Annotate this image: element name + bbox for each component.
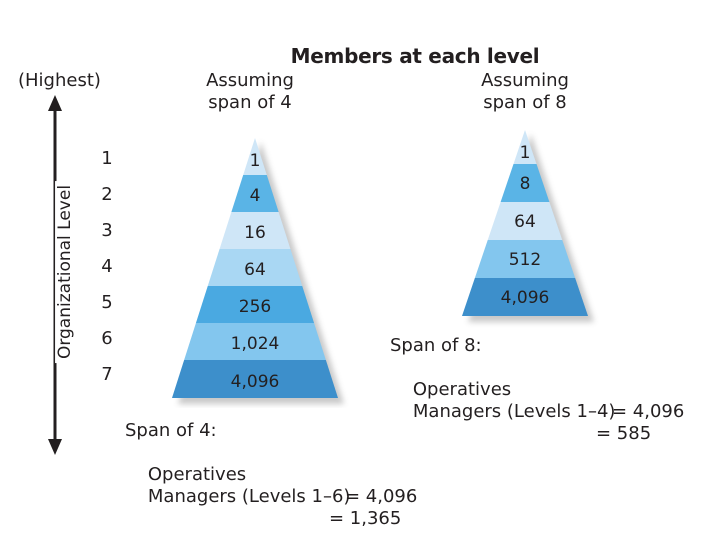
band xyxy=(462,278,588,316)
title-text: Members at each level xyxy=(290,44,540,68)
summary-span8: Span of 8: Operatives = 4,096 Managers (… xyxy=(390,335,700,444)
band-value: 16 xyxy=(244,223,266,243)
diagram-title: Members at each level xyxy=(0,44,726,68)
organizational-level-label: Organizational Level xyxy=(54,180,75,364)
header-line: span of 8 xyxy=(483,92,567,113)
band-value: 4,096 xyxy=(501,288,550,308)
operatives-label: Operatives xyxy=(147,464,247,485)
managers-label: Managers (Levels 1–6) xyxy=(147,486,351,507)
level-number: 3 xyxy=(101,220,113,241)
level-number: 7 xyxy=(101,364,113,385)
managers-row: Managers (Levels 1–4) = 585 xyxy=(390,379,700,444)
pyramid-span8: 1 8 64 512 4,096 xyxy=(462,130,594,322)
pyramid-span8-header: Assuming span of 8 xyxy=(465,70,585,114)
operatives-row: Operatives = 4,096 xyxy=(390,357,700,422)
band-value: 512 xyxy=(509,250,541,270)
operatives-label: Operatives xyxy=(412,379,512,400)
operatives-value: = 4,096 xyxy=(345,486,418,507)
band-value: 256 xyxy=(239,297,271,317)
band-value: 4,096 xyxy=(231,372,280,392)
band-value: 1 xyxy=(520,143,531,163)
level-number: 2 xyxy=(101,184,113,205)
pyramid-span4: 1 4 16 64 256 1,024 4,096 xyxy=(172,138,344,404)
band-value: 1 xyxy=(250,151,261,171)
level-number: 6 xyxy=(101,328,113,349)
band-value: 1,024 xyxy=(231,334,280,354)
summary-span4: Span of 4: Operatives = 4,096 Managers (… xyxy=(125,420,445,529)
highest-label: (Highest) xyxy=(18,70,101,91)
managers-value: = 585 xyxy=(596,423,652,444)
band-value: 8 xyxy=(520,174,531,194)
level-number: 5 xyxy=(101,292,113,313)
band xyxy=(172,360,338,398)
header-line: span of 4 xyxy=(208,92,292,113)
operatives-value: = 4,096 xyxy=(612,401,685,422)
managers-label: Managers (Levels 1–4) xyxy=(412,401,616,422)
band-value: 64 xyxy=(514,212,536,232)
header-line: Assuming xyxy=(481,70,569,91)
level-number: 1 xyxy=(101,148,113,169)
vertical-axis-label-wrap: Organizational Level xyxy=(0,180,165,364)
band-value: 64 xyxy=(244,260,266,280)
managers-row: Managers (Levels 1–6) = 1,365 xyxy=(125,464,445,529)
pyramid-span4-header: Assuming span of 4 xyxy=(190,70,310,114)
summary-heading: Span of 8: xyxy=(390,335,482,356)
band-value: 4 xyxy=(250,186,261,206)
header-line: Assuming xyxy=(206,70,294,91)
managers-value: = 1,365 xyxy=(329,508,402,529)
band xyxy=(172,323,338,360)
level-number: 4 xyxy=(101,256,113,277)
operatives-row: Operatives = 4,096 xyxy=(125,442,445,507)
summary-heading: Span of 4: xyxy=(125,420,217,441)
